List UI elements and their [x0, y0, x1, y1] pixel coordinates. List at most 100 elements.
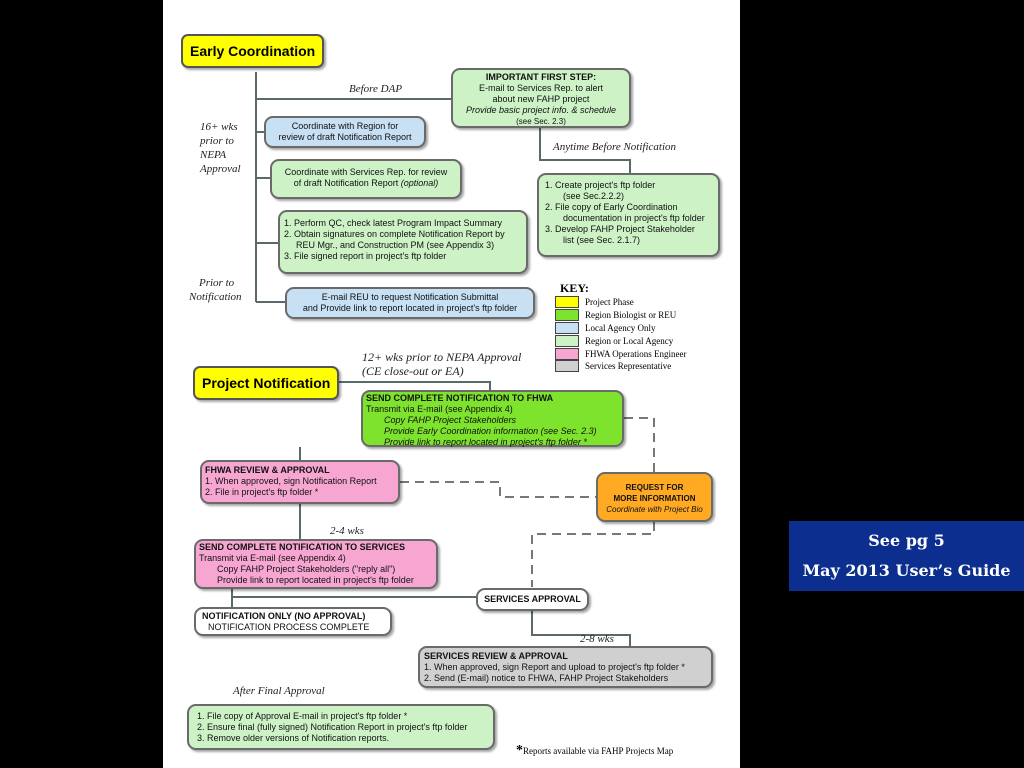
- box-line: 1. When approved, sign Notification Repo…: [205, 476, 377, 486]
- box-title: FHWA REVIEW & APPROVAL: [205, 465, 330, 475]
- key-label: Services Representative: [585, 361, 672, 371]
- project-notification-phase: Project Notification: [193, 366, 340, 400]
- first-step-box: IMPORTANT FIRST STEP: E-mail to Services…: [451, 68, 631, 128]
- box-line-part: (optional): [400, 178, 439, 188]
- key-label: Project Phase: [585, 297, 634, 307]
- box-line: 1. When approved, sign Report and upload…: [424, 662, 685, 672]
- box-line: (see Sec.2.2.2): [563, 191, 625, 201]
- box-title: SERVICES REVIEW & APPROVAL: [424, 651, 568, 661]
- reference-line: May 2013 User’s Guide: [802, 561, 1011, 580]
- key-swatch: [555, 348, 579, 360]
- qc-box: 1. Perform QC, check latest Program Impa…: [278, 210, 528, 274]
- box-line: Provide link to report located in projec…: [217, 575, 414, 585]
- box-line: Provide basic project info. & schedule: [465, 105, 617, 115]
- box-line: 2. File copy of Early Coordination: [545, 202, 678, 212]
- box-line: Provide Early Coordination information (…: [384, 426, 597, 436]
- note-line: prior to: [200, 135, 234, 147]
- coordinate-services-box: Coordinate with Services Rep. for review…: [270, 159, 462, 199]
- note-2-8-wks: 2-8 wks: [580, 633, 614, 645]
- box-line: Coordinate with Region for: [291, 121, 399, 131]
- key-label: Local Agency Only: [585, 323, 656, 333]
- key-item: FHWA Operations Engineer: [555, 348, 686, 360]
- key-swatch: [555, 322, 579, 334]
- note-line: Approval: [200, 163, 241, 175]
- footnote-star: *: [516, 743, 523, 758]
- box-line: MORE INFORMATION: [613, 494, 696, 503]
- note-line: 16+ wks: [200, 121, 238, 133]
- note-line: NEPA: [200, 149, 227, 161]
- box-line: Transmit via E-mail (see Appendix 4): [199, 553, 346, 563]
- box-line: Provide link to report located in projec…: [384, 437, 587, 447]
- send-to-services-box: SEND COMPLETE NOTIFICATION TO SERVICES T…: [194, 539, 438, 589]
- note-2-4-wks: 2-4 wks: [330, 525, 364, 537]
- box-line: 1. Create project's ftp folder: [545, 180, 656, 190]
- key-item: Local Agency Only: [555, 322, 655, 334]
- key-title: KEY:: [560, 281, 589, 295]
- box-line: of draft Notification Report (optional): [274, 178, 458, 189]
- box-title: IMPORTANT FIRST STEP:: [485, 72, 597, 82]
- key-item: Region or Local Agency: [555, 335, 673, 347]
- request-info-box: REQUEST FOR MORE INFORMATION Coordinate …: [596, 472, 713, 522]
- key-label: Region Biologist or REU: [585, 310, 677, 320]
- box-line: 3. Develop FAHP Project Stakeholder: [545, 224, 695, 234]
- box-line: 3. Remove older versions of Notification…: [197, 733, 390, 743]
- early-coordination-phase: Early Coordination: [181, 34, 325, 68]
- send-to-fhwa-box: SEND COMPLETE NOTIFICATION TO FHWA Trans…: [361, 390, 624, 447]
- box-line: 1. File copy of Approval E-mail in proje…: [197, 711, 408, 721]
- footnote: *Reports available via FAHP Projects Map: [516, 743, 673, 759]
- services-approval-box: SERVICES APPROVAL: [476, 588, 589, 611]
- note-16-wks: 16+ wks prior to NEPA Approval: [200, 120, 241, 176]
- key-swatch: [555, 309, 579, 321]
- ftp-folder-box: 1. Create project's ftp folder (see Sec.…: [537, 173, 720, 257]
- box-line: 2. Obtain signatures on complete Notific…: [284, 229, 505, 239]
- key-label: Region or Local Agency: [585, 336, 674, 346]
- box-line: list (see Sec. 2.1.7): [563, 235, 641, 245]
- notification-only-box: NOTIFICATION ONLY (NO APPROVAL) NOTIFICA…: [194, 607, 392, 636]
- key-swatch: [555, 335, 579, 347]
- note-prior-notification: Prior to Notification: [189, 276, 242, 304]
- note-line: (CE close-out or EA): [362, 364, 464, 378]
- box-line: 2. Ensure final (fully signed) Notificat…: [197, 722, 468, 732]
- box-line: 1. Perform QC, check latest Program Impa…: [284, 218, 503, 228]
- key-item: Project Phase: [555, 296, 634, 308]
- email-reu-box: E-mail REU to request Notification Submi…: [285, 287, 535, 319]
- box-line: Coordinate with Project Bio: [606, 505, 703, 514]
- coordinate-region-box: Coordinate with Region for review of dra…: [264, 116, 426, 148]
- key-swatch: [555, 360, 579, 372]
- box-title: SEND COMPLETE NOTIFICATION TO SERVICES: [199, 542, 406, 552]
- box-line: documentation in project's ftp folder: [563, 213, 705, 223]
- box-line: 2. Send (E-mail) notice to FHWA, FAHP Pr…: [424, 673, 669, 683]
- footnote-text: Reports available via FAHP Projects Map: [523, 746, 674, 756]
- note-line: Notification: [189, 291, 242, 303]
- note-line: Prior to: [199, 277, 235, 289]
- box-line: REQUEST FOR: [625, 483, 684, 492]
- box-line: NOTIFICATION PROCESS COMPLETE: [208, 622, 370, 632]
- box-line: review of draft Notification Report: [278, 132, 412, 142]
- box-line: 2. File in project's ftp folder *: [205, 487, 319, 497]
- box-line: (see Sec. 2.3): [516, 117, 566, 126]
- box-line: Copy FAHP Project Stakeholders ("reply a…: [217, 564, 396, 574]
- box-line: Copy FAHP Project Stakeholders: [384, 415, 517, 425]
- final-steps-box: 1. File copy of Approval E-mail in proje…: [187, 704, 495, 750]
- services-review-box: SERVICES REVIEW & APPROVAL 1. When appro…: [418, 646, 713, 688]
- users-guide-reference: See pg 5 May 2013 User’s Guide: [789, 521, 1024, 591]
- note-before-dap: Before DAP: [349, 83, 403, 95]
- box-line: Coordinate with Services Rep. for review: [284, 167, 448, 177]
- box-line: E-mail to Services Rep. to alert: [478, 83, 604, 93]
- box-line: 3. File signed report in project's ftp f…: [284, 251, 447, 261]
- note-anytime: Anytime Before Notification: [553, 141, 677, 153]
- reference-line: See pg 5: [868, 531, 945, 550]
- box-line: Transmit via E-mail (see Appendix 4): [366, 404, 513, 414]
- box-title: SEND COMPLETE NOTIFICATION TO FHWA: [366, 393, 554, 403]
- box-line: and Provide link to report located in pr…: [302, 303, 518, 313]
- box-title: NOTIFICATION ONLY (NO APPROVAL): [202, 611, 366, 621]
- box-line-part: of draft Notification Report: [293, 178, 401, 188]
- note-12-wks: 12+ wks prior to NEPA Approval (CE close…: [362, 350, 521, 378]
- box-line: about new FAHP project: [492, 94, 590, 104]
- box-line: REU Mgr., and Construction PM (see Appen…: [296, 240, 495, 250]
- key-swatch: [555, 296, 579, 308]
- key-label: FHWA Operations Engineer: [585, 349, 687, 359]
- key-item: Services Representative: [555, 360, 671, 372]
- box-line: E-mail REU to request Notification Submi…: [321, 292, 499, 302]
- note-line: 12+ wks prior to NEPA Approval: [362, 350, 522, 364]
